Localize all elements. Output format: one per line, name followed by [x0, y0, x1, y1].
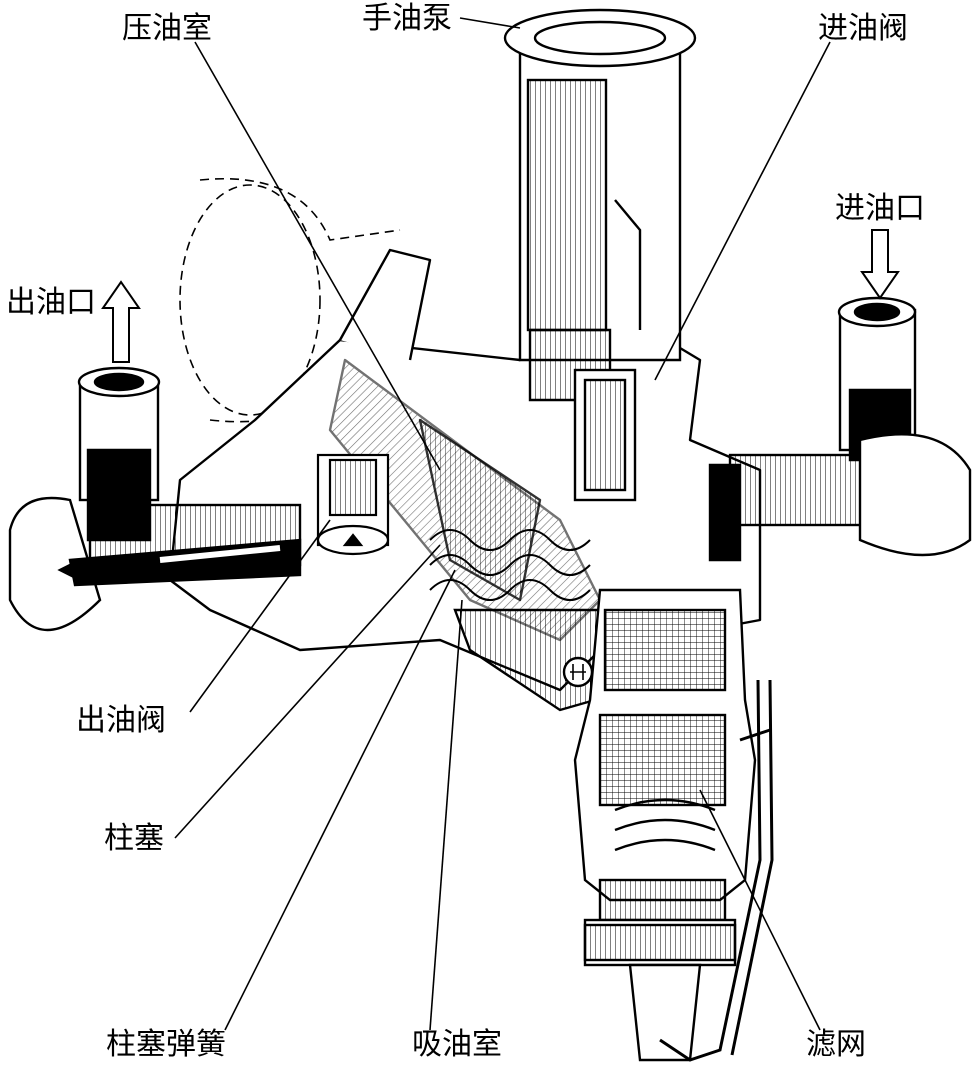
leader-lines	[174, 17, 831, 1031]
label-outlet-valve: 出油阀	[76, 703, 166, 738]
label-filter-screen: 滤网	[806, 1027, 866, 1062]
label-plunger: 柱塞	[104, 821, 164, 856]
inlet-fitting	[708, 296, 972, 562]
filter-canister	[573, 588, 757, 1062]
label-inlet-valve: 进油阀	[818, 11, 908, 46]
label-outlet-port: 出油口	[6, 285, 96, 320]
outlet-valve-assembly	[316, 453, 390, 556]
wire-clamp	[659, 679, 774, 1062]
label-inlet-port: 进油口	[835, 191, 925, 226]
label-suction-chamber: 吸油室	[412, 1027, 502, 1062]
hand-pump-cylinder	[503, 8, 697, 502]
label-pressure-chamber: 压油室	[122, 11, 212, 46]
label-plunger-spring: 柱塞弹簧	[106, 1027, 226, 1062]
outlet-fitting	[8, 366, 302, 632]
plunger-spring	[429, 529, 591, 601]
outlet-arrow	[101, 280, 141, 363]
inlet-arrow	[860, 229, 900, 300]
label-hand-pump: 手油泵	[362, 1, 452, 36]
